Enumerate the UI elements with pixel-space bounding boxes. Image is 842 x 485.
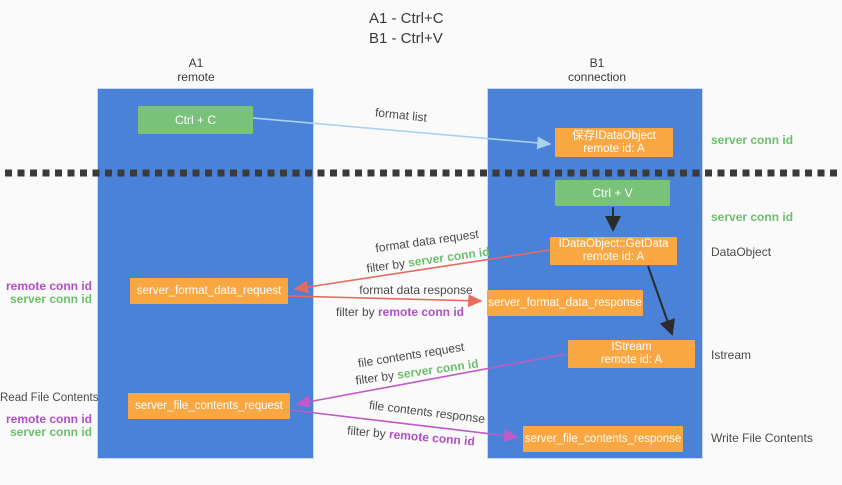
istream-box: IStream remote id: A [568, 340, 695, 368]
getdata-line1: IDataObject::GetData [558, 238, 669, 250]
getdata-line2: remote id: A [582, 251, 645, 263]
file-contents-request-arrow [295, 353, 567, 408]
server-file-contents-response-label: server_file_contents_response [524, 432, 682, 445]
server-format-data-request-box: server_format_data_request [130, 278, 288, 304]
server-file-contents-request-box: server_file_contents_request [128, 393, 290, 419]
title-line-2: B1 - Ctrl+V [369, 30, 443, 47]
write-file-contents-annotation: Write File Contents [711, 431, 813, 445]
save-idataobject-line2: remote id: A [583, 142, 645, 155]
server-conn-id-annotation-mid: server conn id [711, 210, 794, 224]
column-b1-name: B1 [589, 56, 605, 70]
read-file-contents-annotation: Read File Contents [0, 392, 99, 404]
column-a1-role: remote [177, 70, 215, 84]
istream-annotation: Istream [711, 348, 752, 362]
remote-conn-id-annotation-bottom: remote conn id [5, 412, 92, 426]
dataobject-annotation: DataObject [711, 245, 772, 259]
ctrl-v-label: Ctrl + V [592, 186, 633, 200]
server-format-data-response-box: server_format_data_response [487, 290, 643, 316]
title-line-1: A1 - Ctrl+C [369, 10, 444, 27]
format-list-arrow [252, 117, 552, 150]
server-conn-id-annotation-top: server conn id [711, 133, 794, 147]
column-a1-name: A1 [188, 56, 204, 70]
column-b1-role: connection [567, 70, 627, 84]
save-idataobject-box: 保存IDataObject remote id: A [555, 128, 673, 157]
format-data-response-label: format data response [359, 283, 473, 297]
getdata-to-istream-arrow [647, 265, 675, 336]
ctrl-c-label: Ctrl + C [174, 113, 216, 127]
istream-line1: IStream [611, 341, 652, 353]
format-data-response-arrow [287, 294, 483, 308]
idataobject-getdata-box: IDataObject::GetData remote id: A [550, 237, 677, 265]
ctrl-c-box: Ctrl + C [138, 106, 253, 134]
server-format-data-response-label: server_format_data_response [488, 296, 642, 309]
diagram-title: A1 - Ctrl+C B1 - Ctrl+V [369, 9, 444, 49]
istream-line2: remote id: A [600, 354, 663, 366]
column-header-b1: B1 connection [537, 56, 657, 84]
format-data-request-arrow [293, 249, 551, 294]
server-file-contents-request-label: server_file_contents_request [135, 399, 283, 412]
remote-conn-id-annotation-top: remote conn id [5, 279, 92, 293]
server-format-data-request-label: server_format_data_request [136, 284, 282, 297]
server-conn-id-annotation-left-bottom: server conn id [9, 425, 92, 439]
server-file-contents-response-box: server_file_contents_response [523, 426, 683, 452]
ctrl-v-box: Ctrl + V [555, 180, 670, 206]
save-idataobject-line1: 保存IDataObject [572, 129, 656, 142]
remote-conn-id-key: remote conn id [378, 305, 465, 319]
file-contents-response-arrow [289, 409, 519, 442]
format-data-response-filter-label: filter by remote conn id [336, 305, 464, 319]
server-conn-id-annotation-left-top: server conn id [9, 292, 92, 306]
filter-by-prefix: filter by [335, 305, 378, 319]
column-header-a1: A1 remote [136, 56, 256, 84]
